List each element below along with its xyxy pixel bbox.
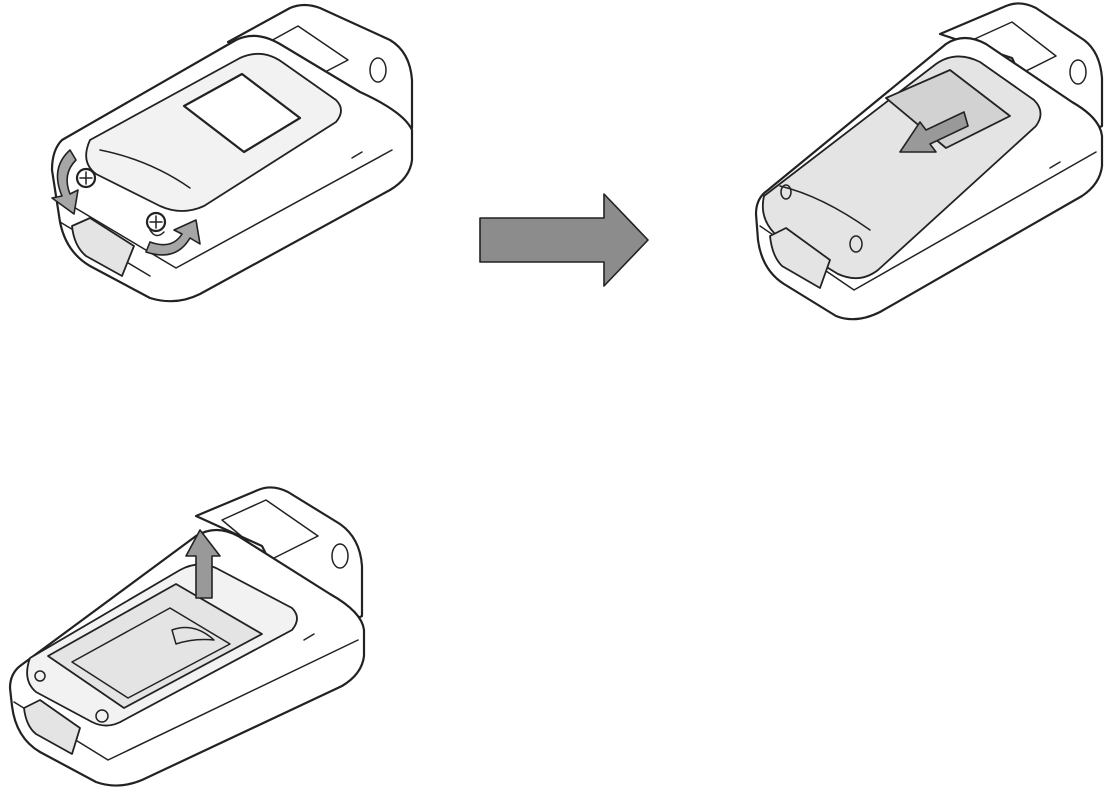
connector-port bbox=[71, 217, 135, 277]
device-drawing bbox=[754, 2, 1104, 321]
connector-port bbox=[23, 699, 81, 755]
device-drawing bbox=[8, 486, 366, 787]
transition-arrow bbox=[476, 192, 652, 288]
step-2-panel bbox=[740, 0, 1107, 330]
slide-arrow-icon bbox=[899, 111, 969, 153]
up-arrow-icon bbox=[185, 529, 221, 599]
rotate-arrow-icon bbox=[145, 219, 201, 256]
battery bbox=[47, 583, 263, 709]
device-drawing bbox=[50, 3, 414, 303]
screw-right bbox=[145, 211, 167, 237]
connector-port bbox=[769, 227, 831, 289]
cover-window bbox=[182, 72, 302, 154]
step-3-panel bbox=[0, 480, 380, 790]
right-arrow-icon bbox=[479, 193, 649, 287]
battery-cover bbox=[85, 52, 342, 212]
step-1-panel bbox=[0, 0, 430, 330]
rotate-arrow-icon bbox=[51, 149, 79, 215]
screw-left bbox=[75, 167, 97, 189]
